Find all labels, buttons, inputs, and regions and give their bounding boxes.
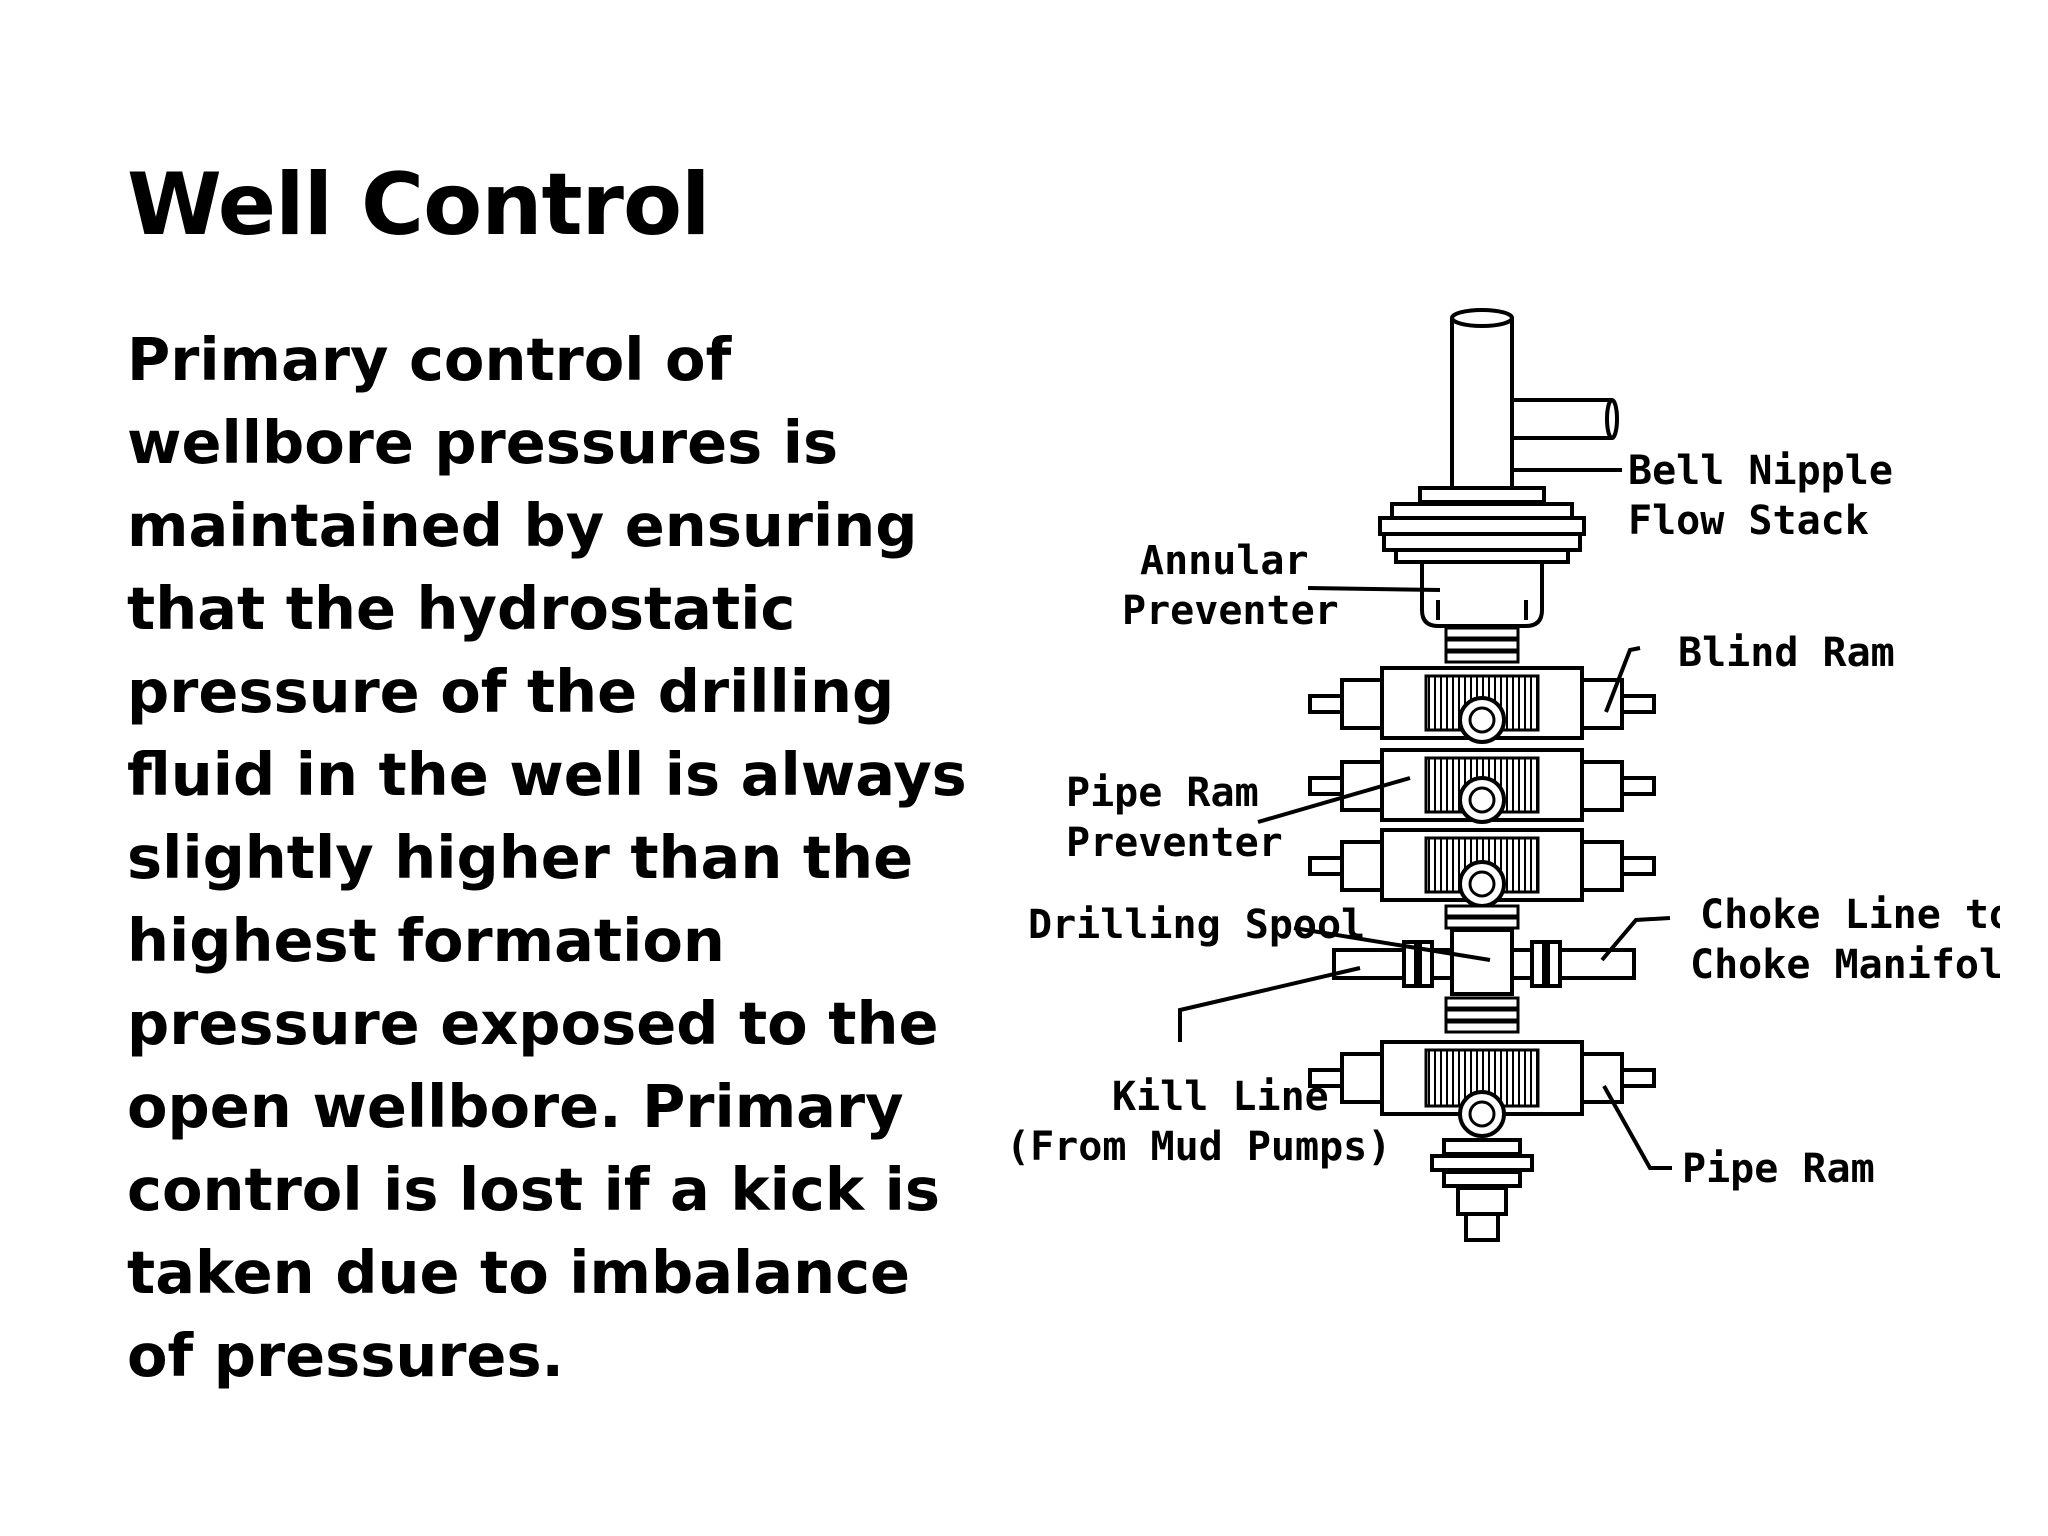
label-kill-line: Kill Line bbox=[1112, 1074, 1329, 1120]
body-line: that the hydrostatic bbox=[127, 574, 796, 643]
leader-pipe-ram-preventer bbox=[1257, 776, 1411, 824]
leader-kill-line bbox=[1178, 966, 1361, 1042]
slide-title: Well Control bbox=[127, 155, 711, 255]
leader-pipe-ram bbox=[1602, 1085, 1672, 1170]
spool-ram-connector bbox=[1444, 996, 1520, 1034]
leader-lines bbox=[1178, 468, 1672, 1170]
body-line: pressure of the drilling bbox=[127, 657, 895, 726]
body-line: slightly higher than the bbox=[127, 823, 914, 892]
leader-choke-line bbox=[1600, 916, 1671, 962]
drilling-spool bbox=[1332, 928, 1636, 996]
body-paragraph: Primary control of wellbore pressures is… bbox=[127, 318, 987, 1397]
bop-stack-diagram: Bell Nipple Flow Stack Annular Preventer… bbox=[1006, 308, 2000, 1242]
label-blind-ram: Blind Ram bbox=[1678, 630, 1895, 676]
annular-ram-connector bbox=[1444, 626, 1520, 664]
leader-drilling-spool bbox=[1293, 926, 1491, 962]
label-annular: Annular bbox=[1140, 538, 1309, 584]
body-line: open wellbore. Primary bbox=[127, 1072, 904, 1141]
bell-nipple bbox=[1450, 308, 1619, 490]
leader-annular bbox=[1307, 586, 1441, 592]
body-line: Primary control of bbox=[127, 325, 732, 394]
label-annular-preventer: Preventer bbox=[1122, 588, 1339, 634]
ram-spool-connector bbox=[1444, 904, 1520, 930]
bottom-pipe-ram bbox=[1308, 1040, 1656, 1138]
label-pipe-ram-1: Pipe Ram bbox=[1066, 770, 1259, 816]
body-line: highest formation bbox=[127, 906, 725, 975]
bop-stack-drawing bbox=[1308, 308, 1656, 1242]
bottom-flange bbox=[1430, 1138, 1534, 1242]
body-line: taken due to imbalance bbox=[127, 1238, 911, 1307]
body-line: of pressures. bbox=[127, 1321, 564, 1390]
body-line: fluid in the well is always bbox=[127, 740, 967, 809]
leader-blind-ram bbox=[1604, 646, 1641, 713]
label-choke-manifold: Choke Manifold bbox=[1690, 942, 2000, 988]
label-pipe-ram: Pipe Ram bbox=[1682, 1146, 1875, 1192]
label-kill-line-source: (From Mud Pumps) bbox=[1006, 1124, 1391, 1170]
label-bell-nipple: Bell Nipple bbox=[1628, 448, 1893, 494]
body-line: maintained by ensuring bbox=[127, 491, 918, 560]
body-line: wellbore pressures is bbox=[127, 408, 839, 477]
annular-preventer bbox=[1420, 560, 1544, 628]
top-flange bbox=[1378, 486, 1586, 564]
body-line: pressure exposed to the bbox=[127, 989, 939, 1058]
body-line: control is lost if a kick is bbox=[127, 1155, 940, 1224]
label-drilling-spool: Drilling Spool bbox=[1028, 902, 1365, 948]
ram-blocks bbox=[1308, 666, 1656, 908]
label-choke-line: Choke Line to bbox=[1700, 892, 2000, 938]
label-pipe-ram-preventer: Preventer bbox=[1066, 820, 1283, 866]
label-flow-stack: Flow Stack bbox=[1628, 498, 1869, 544]
